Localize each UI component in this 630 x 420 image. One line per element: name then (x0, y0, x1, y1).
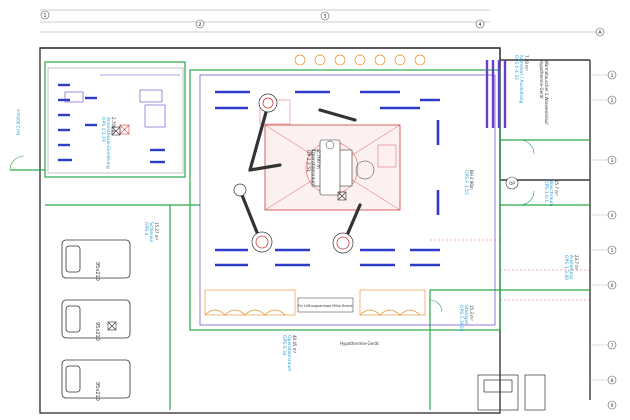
grid-right-1: 1 (611, 73, 614, 79)
op-right-area: 25.7 m² (554, 180, 559, 196)
grid-right-9: 9 (611, 403, 614, 409)
door-arcs (9, 139, 535, 313)
grid-right-3: 3 (611, 158, 614, 164)
wc-left-area: 15.27 m² (154, 222, 159, 241)
marker-symbols (107, 126, 347, 331)
hypo-bottom: Hypothermie-Gerät (340, 341, 379, 346)
sink-box (297, 297, 354, 313)
grid-right-4: 4 (611, 213, 614, 219)
op-main-name: OP 2.2.51 (305, 150, 311, 172)
hypo-top: Hypothermie-Gerät (539, 60, 544, 99)
bed-label-2: 95x210 (94, 322, 100, 341)
op-tag (505, 176, 519, 190)
op-top-right-sub: Kernsteri / Ausleitung (518, 55, 524, 103)
bottom-sub: Operationsraum (286, 335, 292, 372)
grid-right-2: 2 (611, 98, 614, 104)
top-grid-lines (40, 9, 600, 33)
bottom-area: 40.45 m² (292, 335, 297, 354)
right-mid-area: 23.7 m² (574, 255, 579, 271)
grid-top-1: 1 (43, 13, 46, 19)
wall-label: RH 2.900mm (16, 109, 21, 135)
lower-cabinets (204, 289, 426, 316)
op-top-right-name: OPS 1-4 32 (513, 55, 519, 80)
top-fixtures (294, 54, 426, 66)
bottom-right-area: 15.3 m² (469, 305, 474, 321)
right-grid-markers (607, 70, 617, 410)
hypo-top-2: Wärmetauscher 2.Wassereinlauf (544, 60, 549, 125)
right-grid-lines (590, 74, 608, 381)
sink-label: Ein Lüftungsanlage Mitte Brand (297, 304, 352, 308)
bed-label-1: 95x210 (94, 262, 100, 281)
bottom-right-equipment (477, 374, 546, 411)
top-grid-markers (40, 10, 605, 37)
grid-top-4: 4 (478, 22, 481, 28)
cabinet-bars (485, 60, 507, 128)
op-top-right-area: 7.20 m² (524, 55, 529, 71)
op-tag-label: OP (509, 181, 515, 186)
green-walls (10, 61, 590, 410)
bed-label-3: 95x210 (94, 382, 100, 401)
dimension-lines (430, 239, 590, 301)
grid-top-2: 2 (198, 22, 201, 28)
wc-left-sub: Schleuse (148, 222, 154, 242)
op-main-area: 2.700 m (315, 150, 321, 169)
grid-right-7: 7 (611, 343, 614, 349)
ceiling-lights (215, 90, 440, 267)
op-left-sub: Anaesthesie-Einleitung (105, 117, 111, 169)
op-right-name: OPS-1.0.1 (543, 180, 549, 202)
op-right-sub: Waschraum (548, 180, 554, 206)
right-high-name: OPS-F 3.53 (463, 170, 469, 195)
op-left-area: 2.700 m (111, 117, 116, 134)
right-mid-sub: Ausleitung (568, 255, 574, 279)
grid-right-8: 8 (611, 378, 614, 384)
grid-top-a: A (598, 30, 602, 36)
grid-right-6: 6 (611, 283, 614, 289)
op-main-sub: Operationsraum (310, 150, 316, 187)
right-mid-name: OPS-1 3.60 (563, 255, 569, 280)
bottom-name: OPS-5 34 (281, 335, 287, 356)
ceiling-pendants (233, 93, 362, 254)
grid-right-5: 5 (611, 248, 614, 254)
wc-left-name: OPS-4 (143, 222, 149, 236)
building-walls (39, 47, 591, 414)
stretcher-beds (61, 239, 131, 399)
bottom-right-sub: Sterilgut (463, 305, 469, 324)
bottom-right-name: OPS-1.3003 (458, 305, 464, 332)
op-left-name: OPS 1 1.19 (100, 117, 106, 142)
left-anteroom (47, 67, 184, 174)
right-high-area: BH 2,90m (469, 170, 474, 190)
grid-top-3: 3 (323, 14, 326, 20)
main-or (199, 74, 496, 326)
